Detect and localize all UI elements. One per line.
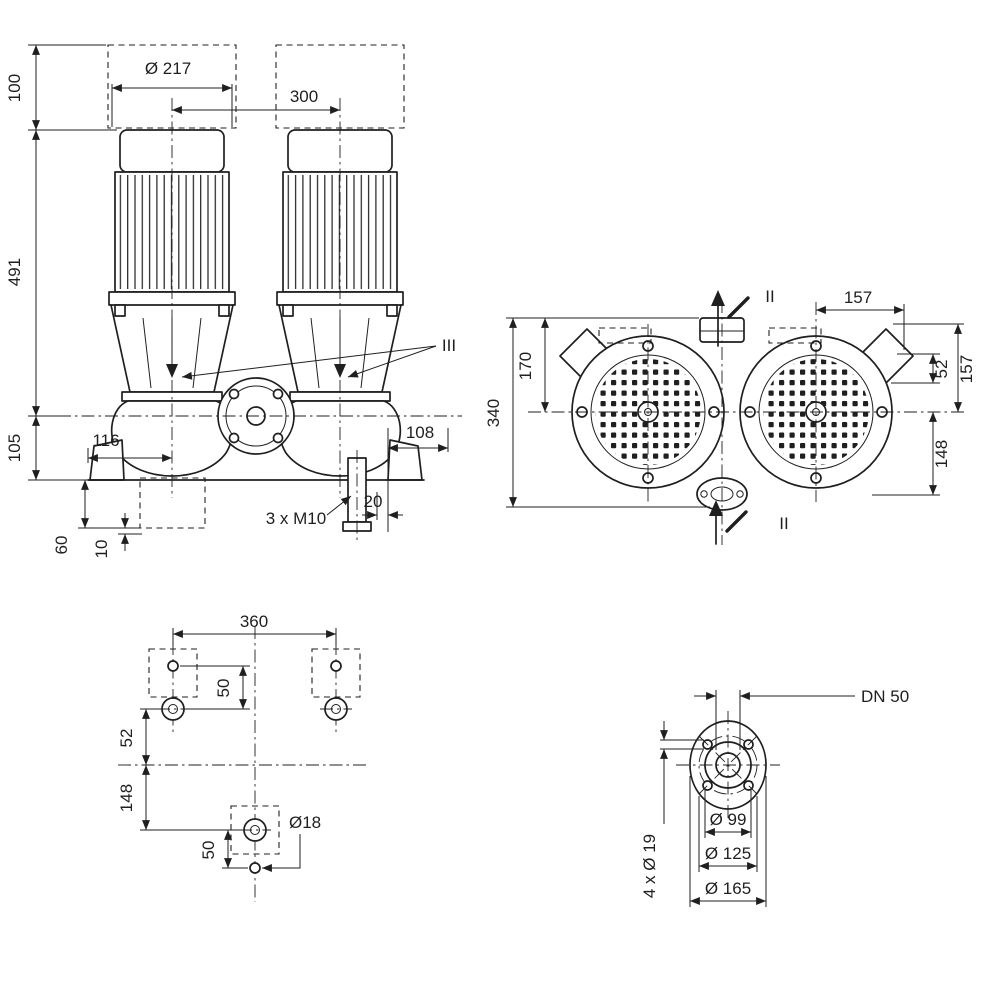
dim-pipe-offset: 20 [364, 492, 383, 511]
plan-dimensions [506, 304, 964, 508]
plan-view: 170 340 157 52 157 148 II II [484, 287, 976, 545]
dim-box-corner: 52 [932, 360, 951, 379]
anchor-hole-bottom [249, 862, 261, 874]
foot-pad-right [311, 648, 361, 698]
dim-foot-to-center: 52 [117, 729, 136, 748]
dim-motor-spacing: 300 [290, 87, 318, 106]
foot-pad-left [148, 648, 198, 698]
support-foot-right [320, 697, 352, 721]
dim-box-offset-top: 157 [844, 288, 872, 307]
dim-center-to-bottom: 148 [117, 784, 136, 812]
dim-pair-spacing-top: 50 [214, 679, 233, 698]
section-stroke-bottom [725, 510, 748, 533]
front-elevation-view: Ø 217 300 100 491 105 116 108 20 60 10 3… [5, 44, 462, 559]
foundation-dimensions [140, 628, 337, 872]
label-nominal-diameter: DN 50 [861, 687, 909, 706]
dim-bolt-circle-dia: Ø 125 [705, 844, 751, 863]
cable-clearance-right [768, 327, 822, 344]
dim-raised-face-dia: Ø 99 [710, 810, 747, 829]
anchor-hole-left [167, 660, 179, 672]
shaft-seal-left [166, 364, 178, 378]
dim-height-above-axis: 491 [5, 258, 24, 286]
suction-projection-box [139, 477, 206, 529]
dim-base-60: 60 [52, 536, 71, 555]
anchor-hole-right [330, 660, 342, 672]
label-bolt-holes: 4 x Ø 19 [640, 834, 659, 898]
label-anchor-hole-dia: Ø18 [289, 813, 321, 832]
flange-dimensions [660, 690, 855, 907]
front-dimensions [28, 44, 449, 551]
dim-bottom-offset: 148 [932, 440, 951, 468]
pump-foot-right [387, 439, 423, 481]
cable-clearance-left [598, 327, 652, 344]
label-tapped-holes: 3 x M10 [266, 509, 326, 528]
dim-clearance-height: 100 [5, 74, 24, 102]
dim-right-offset: 108 [406, 423, 434, 442]
dim-box-offset-side: 157 [957, 355, 976, 383]
dim-outer-dia: Ø 165 [705, 879, 751, 898]
flange-detail-view: DN 50 Ø 99 Ø 125 Ø 165 4 x Ø 19 [640, 687, 909, 907]
dim-bolt-spacing: 360 [240, 612, 268, 631]
support-foot-left [157, 697, 189, 721]
support-foot-bottom [239, 818, 271, 842]
dim-overall-depth: 340 [484, 399, 503, 427]
label-section-ii-top: II [765, 287, 774, 306]
label-section-ii-bottom: II [779, 514, 788, 533]
dim-left-offset: 116 [92, 431, 119, 450]
dim-height-below-axis: 105 [5, 434, 24, 462]
foundation-plan-view: 360 50 52 148 50 Ø18 [117, 612, 368, 902]
shaft-seal-right [334, 364, 346, 378]
dim-pair-spacing-bottom: 50 [199, 841, 218, 860]
dim-motor-diameter: Ø 217 [145, 59, 191, 78]
dim-base-10: 10 [92, 540, 111, 559]
dim-port-to-center: 170 [516, 352, 535, 380]
section-stroke-top [727, 296, 750, 319]
label-section-iii: III [442, 336, 456, 355]
